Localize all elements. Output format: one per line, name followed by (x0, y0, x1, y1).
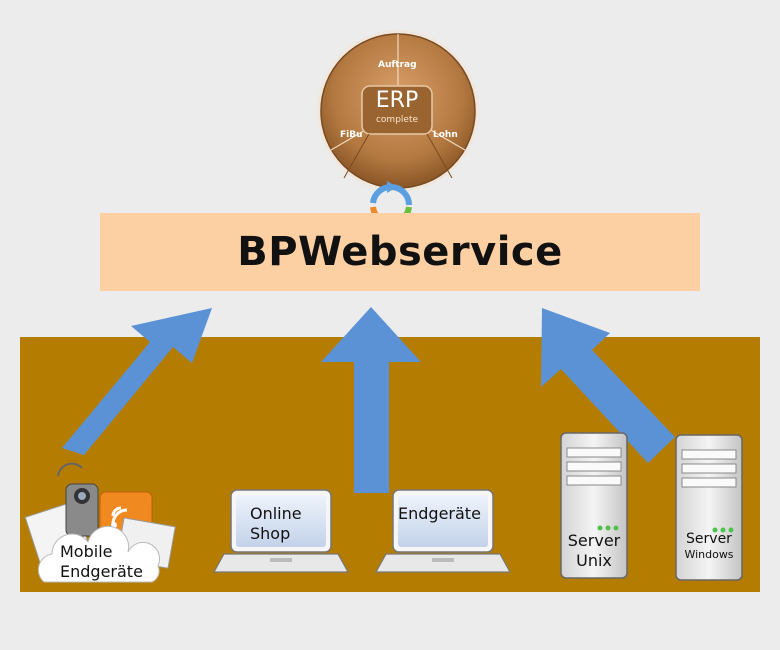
erp-logo-text: ERP (375, 88, 419, 113)
laptop-icon-shop (212, 489, 350, 573)
erp-logo-subtext: complete (375, 115, 419, 125)
server-icon-windows (675, 434, 743, 581)
mobile-devices-icon (24, 462, 176, 583)
shop-label-line1: Online (250, 504, 302, 523)
mobile-label-line1: Mobile (60, 542, 113, 561)
mobile-label: Mobile Endgeräte (60, 542, 143, 582)
server-icon-unix (560, 432, 628, 579)
server-unix-label: Server Unix (563, 531, 625, 571)
server-unix-label-line2: Unix (576, 551, 612, 570)
server-windows-label: Server Windows (678, 531, 740, 563)
devices-label: Endgeräte (398, 504, 481, 523)
arrow-devices-to-service (321, 307, 421, 493)
laptop-icon-devices (374, 489, 512, 573)
erp-logo: ERP complete (362, 88, 432, 126)
service-title: BPWebservice (237, 229, 563, 275)
server-windows-label-line2: Windows (684, 548, 734, 561)
server-unix-label-line1: Server (567, 531, 621, 550)
shop-label: Online Shop (250, 504, 302, 544)
erp-segment-fibu: FiBu (340, 130, 363, 140)
arrow-mobile-to-service (62, 308, 212, 455)
arrow-servers-to-service (541, 308, 675, 463)
server-windows-label-line1: Server (686, 531, 732, 547)
service-box: BPWebservice (100, 213, 700, 291)
erp-wheel (317, 30, 479, 192)
erp-segment-auftrag: Auftrag (378, 60, 417, 70)
erp-segment-dividers (343, 133, 453, 179)
mobile-label-line2: Endgeräte (60, 562, 143, 581)
shop-label-line2: Shop (250, 524, 291, 543)
erp-segment-lohn: Lohn (433, 130, 458, 140)
